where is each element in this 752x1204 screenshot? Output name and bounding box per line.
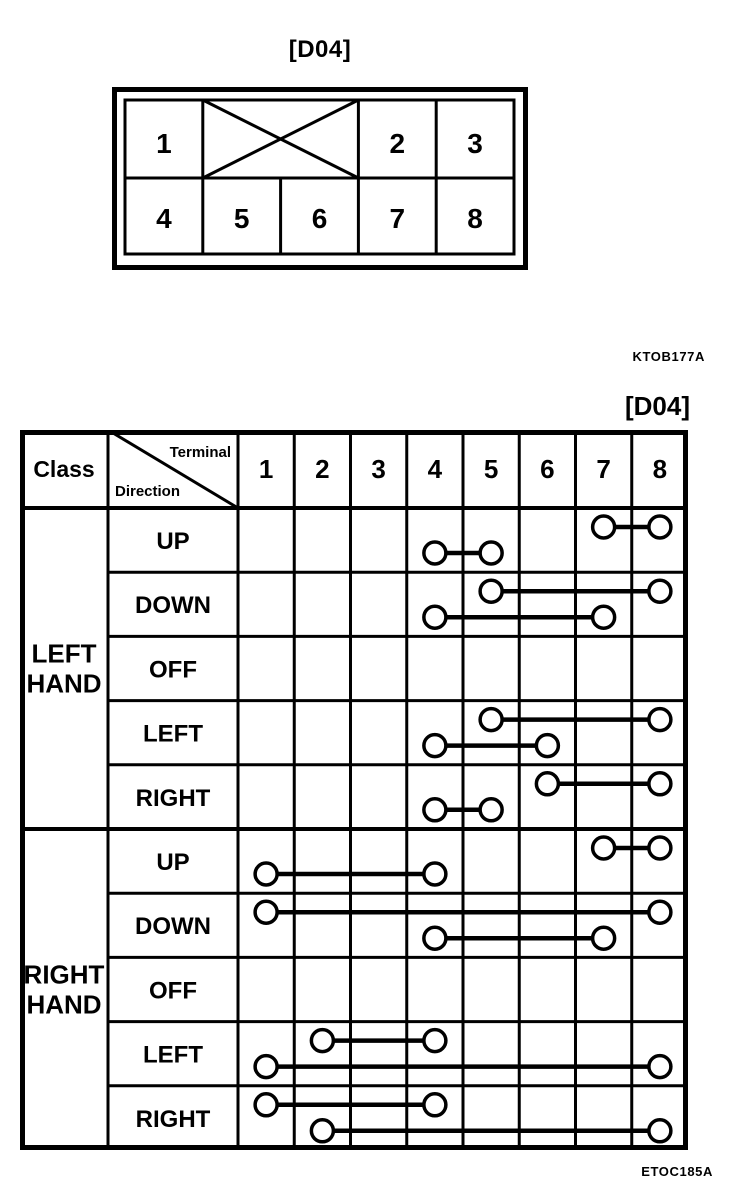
direction-label: RIGHT <box>136 785 211 812</box>
terminal-circle <box>422 1027 448 1054</box>
terminal-circle <box>647 706 673 733</box>
terminal-circle <box>478 706 504 733</box>
direction-label: OFF <box>149 977 197 1004</box>
terminal-circle <box>590 925 617 951</box>
terminal-circle <box>478 540 504 566</box>
terminal-circle <box>647 899 673 925</box>
terminal-circle <box>422 797 448 823</box>
terminal-circle <box>253 1053 279 1080</box>
connector-pin-label: 6 <box>312 203 328 234</box>
terminal-number-label: 7 <box>596 454 610 484</box>
connector-diagram-title: [D04] <box>288 36 352 63</box>
terminal-circle <box>309 1027 336 1054</box>
terminal-circle <box>422 540 448 566</box>
direction-label: LEFT <box>143 721 203 748</box>
direction-label: OFF <box>149 656 197 683</box>
header-diagonal-line <box>107 430 239 510</box>
terminal-number-label: 5 <box>484 454 498 484</box>
terminal-circle <box>590 514 617 540</box>
terminal-circle <box>590 604 617 630</box>
terminal-circle <box>647 514 673 540</box>
terminal-circle <box>478 797 504 823</box>
direction-label: DOWN <box>135 592 211 619</box>
terminal-circle <box>422 861 448 887</box>
figure-code-table: ETOC185A <box>641 1164 713 1179</box>
terminal-circle <box>253 861 279 887</box>
connector-pin-label: 2 <box>390 128 406 159</box>
terminal-circle <box>647 835 673 861</box>
terminal-number-label: 4 <box>428 454 443 484</box>
class-label: RIGHT <box>24 960 105 990</box>
direction-header-label: Direction <box>115 483 180 500</box>
connector-pin-label: 5 <box>234 203 250 234</box>
connector-pin-label: 1 <box>156 128 172 159</box>
direction-label: DOWN <box>135 913 211 940</box>
direction-label: LEFT <box>143 1042 203 1069</box>
connector-pin-label: 8 <box>467 203 483 234</box>
terminal-circle <box>590 835 617 861</box>
crossed-cell-diagonal <box>202 98 360 180</box>
class-label: HAND <box>26 669 101 699</box>
terminal-number-label: 8 <box>653 454 667 484</box>
class-label: HAND <box>26 990 101 1020</box>
direction-label: RIGHT <box>136 1106 211 1133</box>
terminal-circle <box>647 1118 673 1144</box>
terminal-number-label: 2 <box>315 454 329 484</box>
terminal-circle <box>647 1053 673 1080</box>
class-label: LEFT <box>32 639 97 669</box>
connector-pin-label: 4 <box>156 203 172 234</box>
terminal-number-label: 1 <box>259 454 273 484</box>
terminal-circle <box>309 1118 336 1144</box>
connector-outer-frame <box>112 87 528 270</box>
connector-pin-label: 7 <box>390 203 406 234</box>
terminal-number-label: 6 <box>540 454 554 484</box>
terminal-circle <box>253 899 279 925</box>
terminal-circle <box>253 1092 279 1118</box>
class-header-label: Class <box>33 456 94 482</box>
terminal-circle <box>422 925 448 951</box>
direction-label: UP <box>156 528 189 555</box>
terminal-circle <box>422 1092 448 1118</box>
connector-pinout-diagram: 1 2 3 4 5 6 7 8 <box>112 87 528 270</box>
terminal-circle <box>478 578 504 604</box>
terminal-circle <box>647 771 673 797</box>
figure-code-connector: KTOB177A <box>632 349 705 364</box>
terminal-circle <box>422 604 448 630</box>
terminal-number-label: 3 <box>371 454 385 484</box>
connector-pin-label: 3 <box>467 128 483 159</box>
terminal-circle <box>647 578 673 604</box>
direction-label: UP <box>156 849 189 876</box>
terminal-circle <box>534 732 561 759</box>
terminal-circle <box>534 771 561 797</box>
terminal-header-label: Terminal <box>170 444 231 461</box>
continuity-table-title: [D04] <box>624 391 690 421</box>
table-outer-frame <box>20 430 688 1150</box>
terminal-circle <box>422 732 448 759</box>
